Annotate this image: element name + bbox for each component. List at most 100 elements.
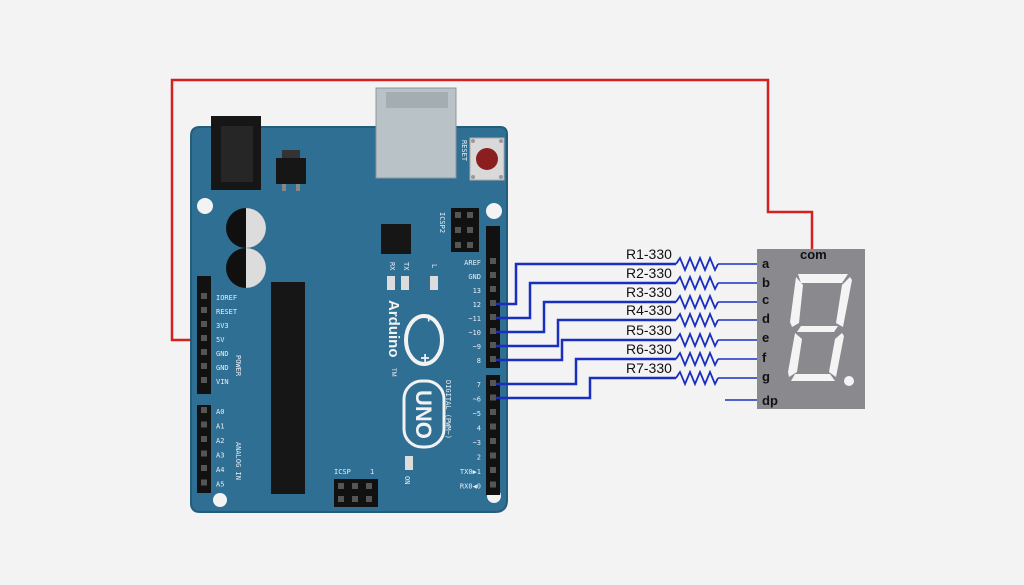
digital-pin (490, 438, 496, 444)
digital-pin (490, 342, 496, 348)
led-tx-label: TX (402, 262, 410, 271)
power-pin-label: 5V (216, 336, 225, 344)
signal-wire (496, 357, 676, 386)
digital-label: DIGITAL (PWM~) (444, 380, 452, 439)
power-pin-label: IOREF (216, 294, 237, 302)
mount-hole (197, 198, 213, 214)
led-l (430, 276, 438, 290)
led-l-label: L (430, 264, 438, 268)
analog-pin-label: A2 (216, 437, 224, 445)
microcontroller-chip (271, 282, 305, 494)
icsp-pin-one: 1 (370, 468, 374, 476)
signal-wire (496, 318, 676, 348)
mount-hole (486, 203, 502, 219)
power-label: POWER (234, 355, 242, 377)
analog-pin (201, 450, 207, 457)
signal-wire (496, 281, 676, 320)
resistor-label: R5-330 (626, 322, 672, 338)
power-pin-label: GND (216, 350, 229, 358)
power-pin-label: RESET (216, 308, 238, 316)
led-on (405, 456, 413, 470)
power-pin (201, 307, 207, 313)
com-label: com (800, 247, 827, 262)
segment-pin-label: b (762, 275, 770, 290)
digital-pin-label: TX0▶1 (460, 468, 481, 476)
led-rx (387, 276, 395, 290)
segment-pin-label: g (762, 369, 770, 384)
digital-pin (490, 409, 496, 415)
resistor (675, 350, 719, 368)
power-pin (201, 349, 207, 355)
digital-pin-label: ~3 (473, 439, 481, 447)
power-wire (170, 78, 814, 342)
signal-wires (496, 255, 757, 401)
signal-wire (496, 376, 676, 400)
digital-pin (490, 467, 496, 473)
resistor (675, 311, 719, 329)
icsp2-label: ICSP2 (438, 212, 446, 233)
segment-c (829, 333, 844, 377)
segment-g (797, 326, 838, 332)
segment-pin-label: f (762, 350, 767, 365)
digital-pin-label: RX0◀0 (460, 483, 481, 491)
segment-digit (788, 274, 854, 386)
segment-f (790, 277, 803, 327)
digital-pin-label: GND (468, 273, 481, 281)
resistor (675, 274, 719, 292)
board-pcb (190, 126, 508, 513)
segment-pin-label: dp (762, 393, 778, 408)
on-label: ON (403, 476, 411, 484)
analog-pin (201, 421, 207, 428)
analog-pin (201, 407, 207, 413)
analog-pin-label: A0 (216, 408, 224, 416)
power-pin (201, 335, 207, 341)
analog-header (197, 405, 211, 493)
resistor (675, 331, 719, 349)
analog-pin-label: A5 (216, 481, 224, 489)
digital-pin (490, 481, 496, 488)
resistor-label: R2-330 (626, 265, 672, 281)
digital-pin-label: ~6 (473, 396, 481, 404)
digital-pin-label: 12 (473, 301, 481, 309)
digital-pin-label: 2 (477, 454, 481, 462)
resistor (675, 255, 719, 273)
resistor-label: R3-330 (626, 284, 672, 300)
analog-pin (201, 436, 207, 442)
digital-pin (490, 423, 496, 430)
digital-pin-label: 7 (477, 381, 481, 389)
signal-wire (496, 262, 676, 306)
digital-pin (490, 300, 496, 306)
usb-chip (381, 224, 411, 254)
led-rx-label: RX (388, 262, 396, 271)
svg-text:−: − (421, 314, 437, 322)
power-pin-label: 3V3 (216, 322, 229, 330)
digital-pin-label: ~9 (473, 343, 481, 351)
segment-pin-label: d (762, 311, 770, 326)
segment-a (798, 274, 848, 283)
digital-pin-label: AREF (464, 259, 481, 267)
mount-hole (213, 493, 227, 507)
resistor-label: R4-330 (626, 302, 672, 318)
analog-pin-label: A3 (216, 452, 224, 460)
signal-wire (496, 300, 676, 334)
resistor-label: R1-330 (626, 246, 672, 262)
svg-text:+: + (416, 353, 433, 362)
brand-tm: TM (390, 368, 396, 377)
digital-pin-label: 13 (473, 287, 481, 295)
resistor-label: R6-330 (626, 341, 672, 357)
led-tx (401, 276, 409, 290)
resistor (675, 369, 719, 387)
icsp-header (334, 479, 378, 507)
uno-badge (402, 379, 446, 449)
voltage-regulator (276, 158, 306, 184)
brand-label: Arduino (385, 300, 402, 358)
analog-label: ANALOG IN (234, 442, 242, 480)
power-pin (201, 293, 207, 299)
analog-pin-label: A1 (216, 423, 224, 431)
digital-pin (490, 286, 496, 292)
digital-pin (490, 272, 496, 278)
digital-pin-label: ~5 (473, 410, 481, 418)
arduino-uno-board: RESET ICSP2 RX TX L − + Arduino TM UNO (190, 87, 508, 513)
power-pin-label: VIN (216, 378, 229, 386)
